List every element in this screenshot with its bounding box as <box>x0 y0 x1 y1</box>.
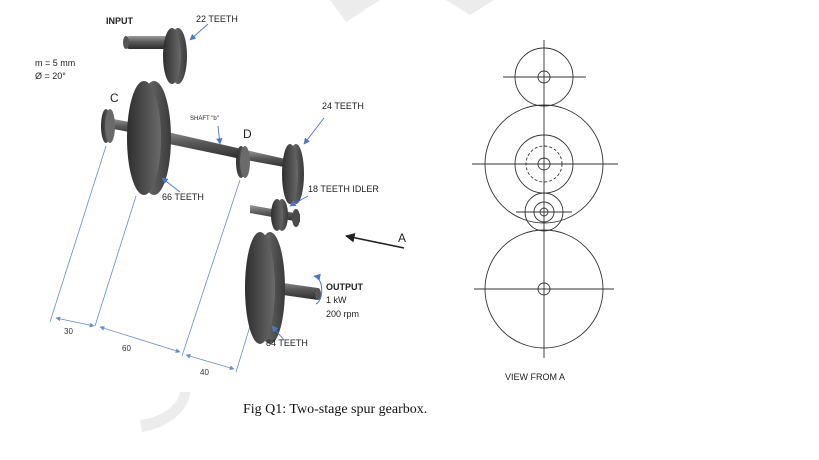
label-24-teeth: 24 TEETH <box>322 101 364 111</box>
label-view-from-a: VIEW FROM A <box>505 372 565 382</box>
label-d: D <box>243 127 252 141</box>
gear-18-teeth-idler <box>271 199 300 231</box>
label-input: INPUT <box>106 16 134 26</box>
hidden-circle-shaft-b <box>525 145 563 183</box>
leader-arrows <box>161 23 325 341</box>
gear-24-teeth <box>282 144 304 204</box>
dimension-lines <box>55 316 235 371</box>
label-speed: 200 rpm <box>326 309 359 319</box>
label-power: 1 kW <box>326 295 347 305</box>
label-22-teeth: 22 TEETH <box>196 14 238 24</box>
shaft-hole-output <box>537 282 551 296</box>
gear-84-teeth <box>245 232 285 344</box>
collar-d <box>236 146 250 178</box>
label-idler: 18 TEETH IDLER <box>308 184 379 194</box>
dimension-30: 30 <box>64 327 73 336</box>
circle-84-teeth <box>484 229 604 349</box>
shaft-hole-input <box>537 70 551 84</box>
label-shaft-b: SHAFT "b" <box>190 116 219 122</box>
label-a: A <box>398 231 406 245</box>
background-watermark <box>140 0 494 432</box>
idler-hole <box>539 207 549 217</box>
label-module: m = 5 mm <box>35 58 75 68</box>
circle-66-teeth <box>484 104 604 224</box>
collar-c <box>101 109 115 143</box>
dimension-40: 40 <box>200 368 209 377</box>
label-pressure-angle: Ø = 20° <box>35 71 66 81</box>
view-direction-arrow <box>345 233 405 249</box>
dimension-60: 60 <box>122 344 131 353</box>
gear-22-teeth <box>163 28 187 84</box>
isometric-view: INPUT 22 TEETH m = 5 mm Ø = 20° C SHAFT … <box>35 14 406 377</box>
idler-hub <box>533 201 555 223</box>
shaft-hole-b <box>537 157 551 171</box>
output-rotation-arrow <box>313 273 323 305</box>
figure-caption: Fig Q1: Two-stage spur gearbox. <box>243 402 427 417</box>
label-output: OUTPUT <box>326 282 364 292</box>
label-66-teeth: 66 TEETH <box>162 192 204 202</box>
circle-22-teeth <box>514 47 574 107</box>
label-c: C <box>110 91 119 105</box>
gear-66-teeth <box>127 81 171 195</box>
circle-18-teeth-idler <box>524 192 564 232</box>
view-from-a: VIEW FROM A <box>472 40 618 382</box>
label-84-teeth: 84 TEETH <box>266 338 308 348</box>
